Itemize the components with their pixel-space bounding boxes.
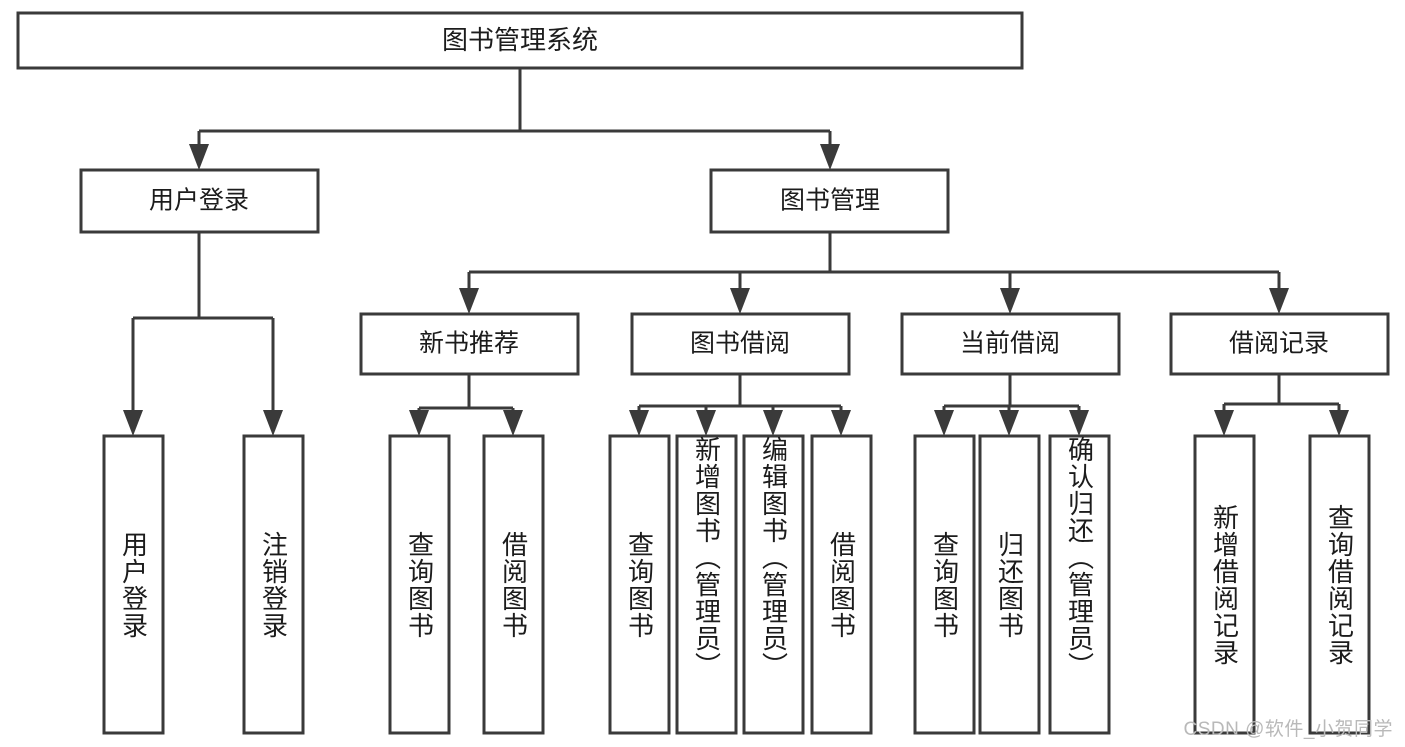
leaf-user-login-box[interactable] [102, 434, 165, 735]
arrowhead-leaf-query-book-3 [934, 410, 954, 436]
connectors-userlogin-to-leaves [123, 232, 283, 436]
arrowhead-leaf-edit-book [763, 410, 783, 436]
connectors-currentborrow-to-leaves [934, 374, 1089, 436]
arrowhead-leaf-query-record [1329, 410, 1349, 436]
arrowhead-leaf-return-book [999, 410, 1019, 436]
leaf-borrow-book-2-box[interactable] [810, 434, 873, 735]
leaf-add-book-box[interactable] [675, 434, 738, 735]
arrowhead-leaf-confirm-return [1069, 410, 1089, 436]
node-root-label: 图书管理系统 [442, 25, 598, 55]
leaf-return-book-box[interactable] [978, 434, 1041, 735]
node-new-book-rec-label: 新书推荐 [419, 330, 519, 358]
leaf-boxes-current-borrow [913, 434, 1111, 735]
arrowhead-leaf-borrow-book-2 [831, 410, 851, 436]
leaf-add-record-box[interactable] [1193, 434, 1256, 735]
node-book-borrow-label: 图书借阅 [690, 330, 790, 358]
leaf-boxes-user-login [102, 434, 305, 735]
arrowhead-leaf-add-record [1214, 410, 1234, 436]
node-book-borrow-box[interactable] [630, 312, 851, 376]
csdn-watermark: CSDN @软件_小贺同学 [1183, 719, 1393, 740]
node-user-login[interactable]: 用户登录 [79, 168, 320, 234]
node-root[interactable]: 图书管理系统 [16, 11, 1024, 70]
node-root-box[interactable] [16, 11, 1024, 70]
leaf-query-book-2-box[interactable] [608, 434, 671, 735]
node-current-borrow-label: 当前借阅 [960, 330, 1060, 358]
node-book-manage[interactable]: 图书管理 [709, 168, 950, 234]
leaf-boxes-new-book-rec [388, 434, 545, 735]
leaf-boxes-book-borrow [608, 434, 873, 735]
connectors-borrowrecord-to-leaves [1214, 374, 1349, 436]
arrowhead-book-manage [820, 144, 840, 170]
node-new-book-rec[interactable]: 新书推荐 [359, 312, 580, 376]
arrowhead-leaf-borrow-book-1 [503, 410, 523, 436]
node-user-login-label: 用户登录 [149, 187, 249, 215]
arrowhead-current-borrow [1000, 288, 1020, 314]
connectors-bookborrow-to-leaves [629, 374, 851, 436]
arrowhead-leaf-query-book-1 [409, 410, 429, 436]
leaf-logout-box[interactable] [242, 434, 305, 735]
node-borrow-record-label: 借阅记录 [1229, 330, 1329, 358]
arrowhead-leaf-user-login [123, 410, 143, 436]
node-borrow-record-box[interactable] [1169, 312, 1390, 376]
arrowhead-leaf-logout [263, 410, 283, 436]
arrowhead-user-login [189, 144, 209, 170]
leaf-query-record-box[interactable] [1308, 434, 1371, 735]
node-current-borrow-box[interactable] [900, 312, 1121, 376]
node-current-borrow[interactable]: 当前借阅 [900, 312, 1121, 376]
leaf-edit-book-box[interactable] [742, 434, 805, 735]
connectors-root-to-level1 [189, 68, 840, 170]
connectors-bookmanage-to-level2 [459, 232, 1289, 314]
node-book-manage-label: 图书管理 [780, 187, 880, 215]
node-user-login-box[interactable] [79, 168, 320, 234]
leaf-query-book-3-box[interactable] [913, 434, 976, 735]
arrowhead-leaf-query-book-2 [629, 410, 649, 436]
arrowhead-new-book-rec [459, 288, 479, 314]
leaf-boxes-borrow-record [1193, 434, 1371, 735]
node-book-manage-box[interactable] [709, 168, 950, 234]
node-borrow-record[interactable]: 借阅记录 [1169, 312, 1390, 376]
connectors-newbookrec-to-leaves [409, 374, 523, 436]
arrowhead-leaf-add-book [696, 410, 716, 436]
arrowhead-borrow-record [1269, 288, 1289, 314]
leaf-query-book-1-box[interactable] [388, 434, 451, 735]
arrowhead-book-borrow [730, 288, 750, 314]
leaf-borrow-book-1-box[interactable] [482, 434, 545, 735]
leaf-confirm-return-box[interactable] [1048, 434, 1111, 735]
node-book-borrow[interactable]: 图书借阅 [630, 312, 851, 376]
node-new-book-rec-box[interactable] [359, 312, 580, 376]
